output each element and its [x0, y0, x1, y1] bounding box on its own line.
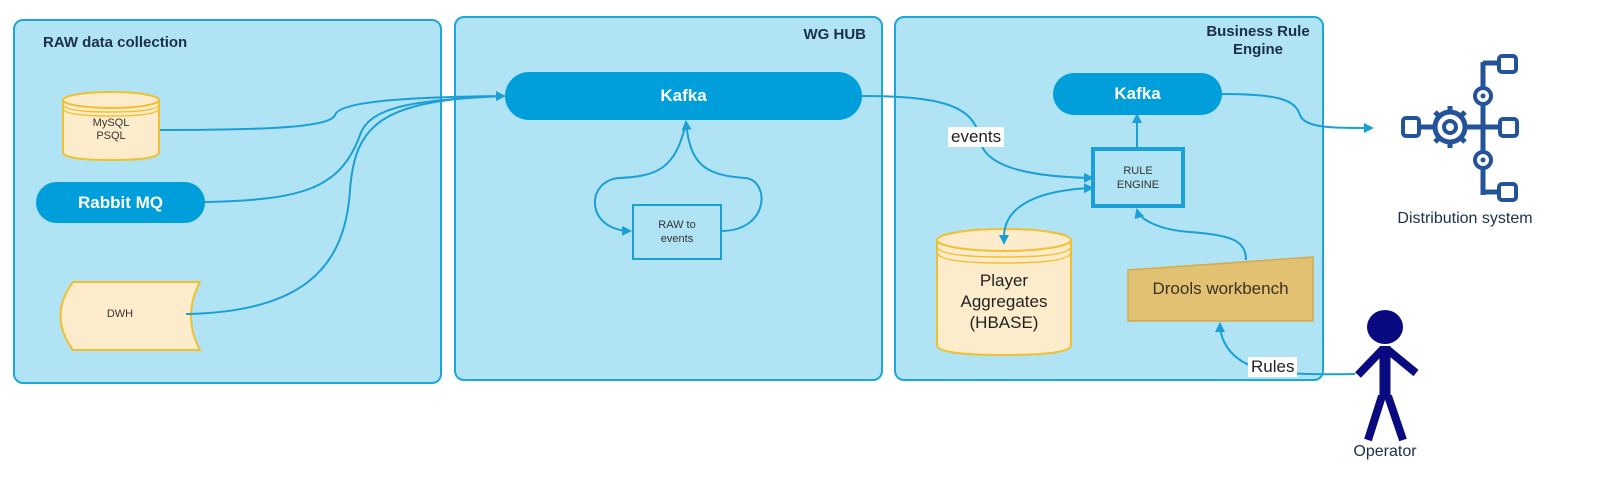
panel-raw-title: RAW data collection: [43, 34, 188, 51]
mysql-label: MySQL PSQL: [63, 114, 159, 146]
operator-actor-icon: [1355, 310, 1419, 442]
mysql-label-line1: MySQL: [92, 117, 130, 129]
mysql-database-shape[interactable]: [62, 91, 160, 162]
events-edge-label: events: [948, 127, 1005, 147]
drools-workbench-shape[interactable]: [1127, 256, 1314, 322]
operator-label: Operator: [1353, 443, 1417, 460]
edge-mysql-to-kafka: [159, 91, 506, 131]
player-aggregates-line2: Aggregates: [960, 291, 1048, 311]
rule-engine-box[interactable]: [1091, 147, 1185, 208]
rules-edge-label: Rules: [1248, 357, 1298, 377]
edge-operator-to-drools: [1215, 322, 1356, 376]
raw-to-events-line1: RAW to: [658, 219, 696, 231]
edge-kafka-to-raw-to-events: [594, 121, 687, 236]
raw-to-events-box[interactable]: [632, 204, 722, 260]
rule-engine-line2: ENGINE: [1116, 178, 1160, 191]
edge-raw-to-events-to-kafka: [681, 120, 763, 232]
rule-engine-label: RULE ENGINE: [1093, 149, 1183, 206]
player-aggregates-label: Player Aggregates (HBASE): [937, 266, 1071, 336]
dwh-shape[interactable]: [59, 281, 202, 351]
kafka-bre-node[interactable]: Kafka: [1053, 73, 1222, 115]
mysql-label-line2: PSQL: [96, 130, 126, 142]
player-aggregates-line3: (HBASE): [969, 312, 1039, 332]
edge-dwh-to-kafka: [185, 95, 505, 315]
rabbit-mq-node[interactable]: Rabbit MQ: [36, 182, 205, 223]
player-aggregates-line1: Player: [979, 270, 1029, 290]
dwh-label: DWH: [106, 308, 134, 320]
edge-kafka-to-distribution: [1221, 93, 1374, 133]
panel-bre-title: Business Rule Engine: [1206, 23, 1310, 58]
edge-drools-to-rule-engine: [1134, 208, 1247, 261]
edge-rule-engine-player-aggregates: [999, 183, 1094, 245]
edge-rabbitmq-to-kafka: [204, 95, 505, 203]
distribution-system-icon: [1401, 54, 1519, 202]
distribution-system-label: Distribution system: [1397, 210, 1533, 227]
kafka-hub-node[interactable]: Kafka: [505, 72, 862, 120]
raw-to-events-label: RAW to events: [633, 205, 721, 259]
panel-hub-title: WG HUB: [803, 26, 867, 43]
raw-to-events-line2: events: [660, 233, 694, 245]
drools-workbench-label: Drools workbench: [1152, 279, 1289, 298]
rule-engine-line1: RULE: [1123, 164, 1153, 177]
